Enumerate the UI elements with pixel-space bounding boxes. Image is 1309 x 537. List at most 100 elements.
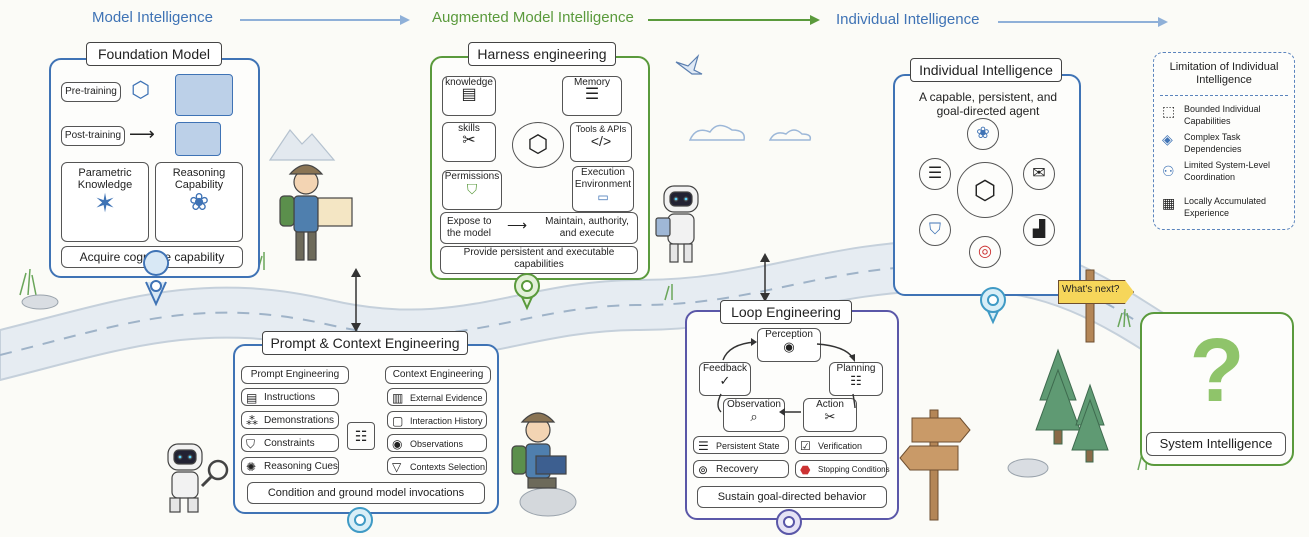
- execution-environment-label: Execution Environment: [574, 167, 632, 190]
- bounded-icon: ⬚: [1162, 103, 1176, 119]
- perception-box: Perception◉: [757, 328, 821, 362]
- instructions-box: ▤Instructions: [241, 388, 339, 406]
- harness-engineering-title: Harness engineering: [468, 42, 616, 66]
- prompt-context-card: Prompt Engineering Context Engineering ▤…: [233, 344, 499, 514]
- interaction-history-box: ▢Interaction History: [387, 411, 487, 429]
- demonstrations-label: Demonstrations: [264, 415, 335, 426]
- checklist-icon: ☑: [800, 439, 811, 453]
- recovery-label: Recovery: [716, 464, 759, 475]
- question-icon: ?: [1189, 321, 1245, 421]
- shield-icon: ⛉: [466, 181, 478, 197]
- tools-icon: ✂: [462, 132, 476, 149]
- robot-with-tablet: [655, 185, 699, 263]
- molecule-icon: ⁂: [246, 414, 258, 428]
- permissions-box: Permissions⛉: [442, 170, 502, 210]
- pretraining-box: Pre-training: [61, 82, 121, 102]
- verification-box: ☑Verification: [795, 436, 887, 454]
- clipboard-icon: ☷: [850, 373, 862, 388]
- coordination-label: Limited System-Level Coordination: [1184, 160, 1271, 182]
- coordination-icon: ⚇: [1162, 163, 1175, 179]
- observation-box: Observation⌕: [723, 398, 785, 432]
- stage-label-augmented-model-intelligence: Augmented Model Intelligence: [432, 9, 634, 26]
- prompt-engineering-header: Prompt Engineering: [241, 366, 349, 384]
- arrow-right-icon: ⟶: [507, 217, 528, 233]
- reasoning-capability-label: Reasoning Capability: [172, 167, 226, 191]
- contexts-selection-label: Contexts Selection: [410, 462, 486, 472]
- feedback-label: Feedback: [703, 363, 747, 374]
- whats-next-sign: [1058, 280, 1134, 304]
- individual-intelligence-card: A capable, persistent, and goal-directed…: [893, 74, 1081, 296]
- robot-with-magnifier: [167, 443, 229, 513]
- instructions-label: Instructions: [264, 392, 316, 403]
- individual-intelligence-title: Individual Intelligence: [910, 58, 1062, 82]
- book-icon: ▥: [392, 391, 404, 405]
- knowledge-label: knowledge: [445, 77, 493, 88]
- bulb-icon: ✺: [246, 460, 257, 474]
- wrench-icon: ✂: [824, 409, 836, 424]
- action-box: Action✂: [803, 398, 857, 432]
- limitation-title: Limitation of Individual Intelligence: [1169, 61, 1279, 86]
- stop-sign-icon: ⬣: [800, 463, 811, 477]
- prompt-footer: Condition and ground model invocations: [247, 482, 485, 504]
- observations-label: Observations: [410, 439, 464, 449]
- thumbs-up-icon: ✓: [719, 373, 731, 388]
- tools-apis-label: Tools & APIs: [575, 124, 627, 134]
- server-icon: ▭: [597, 190, 609, 204]
- lifebuoy-icon: ⊚: [698, 463, 709, 477]
- foundation-footer: Acquire cognitive capability: [61, 246, 243, 268]
- code-icon: </>: [590, 133, 612, 149]
- dependencies-icon: ◈: [1162, 131, 1173, 147]
- locked-cube-icon: [175, 122, 221, 156]
- memory-label: Memory: [573, 77, 611, 88]
- stage-label-individual-intelligence: Individual Intelligence: [836, 11, 980, 28]
- persistent-state-label: Persistent State: [716, 441, 780, 451]
- expose-label: Expose to the model: [447, 216, 492, 239]
- memory-box: Memory☰: [562, 76, 622, 116]
- clipboard-icon: ☷: [347, 422, 375, 450]
- parametric-knowledge-label: Parametric Knowledge: [77, 167, 133, 191]
- perception-label: Perception: [765, 329, 813, 340]
- foundation-model-card: Pre-training ⬡ Post-training ⟶ Parametri…: [49, 58, 260, 278]
- target-icon: ◎: [969, 236, 1001, 268]
- stage-label-model-intelligence: Model Intelligence: [92, 9, 213, 26]
- network-hub-icon: ⬡: [512, 122, 564, 168]
- loop-engineering-title: Loop Engineering: [720, 300, 852, 324]
- prompt-context-title: Prompt & Context Engineering: [262, 331, 468, 355]
- reading-explorer: [511, 412, 567, 489]
- constraints-box: ⛉ Constraints: [241, 434, 339, 452]
- planning-label: Planning: [836, 363, 876, 374]
- dependencies-label: Complex Task Dependencies: [1184, 132, 1242, 154]
- brain-icon: ❀: [188, 189, 210, 216]
- observation-label: Observation: [727, 399, 781, 410]
- contexts-selection-box: ▽ Contexts Selection: [387, 457, 487, 475]
- mail-icon: ✉: [1023, 158, 1055, 190]
- chat-icon: ▢: [392, 414, 404, 428]
- book-icon: ▤: [461, 86, 477, 103]
- shield-icon: ⛉: [246, 437, 256, 451]
- loop-arrows: [717, 338, 856, 416]
- persistent-state-box: ☰Persistent State: [693, 436, 789, 454]
- skills-box: skills✂: [442, 122, 496, 162]
- parametric-knowledge-box: Parametric Knowledge ✶: [61, 162, 149, 242]
- reasoning-cues-box: ✺ Reasoning Cues: [241, 457, 339, 475]
- search-icon: ⌕: [750, 409, 758, 424]
- posttraining-box: Post-training: [61, 126, 125, 146]
- eye-icon: ◉: [392, 437, 403, 451]
- loop-footer: Sustain goal-directed behavior: [697, 486, 887, 508]
- individual-subtitle: A capable, persistent, and goal-directed…: [918, 90, 1058, 118]
- limitation-panel: Limitation of Individual Intelligence ⬚ …: [1153, 52, 1295, 230]
- knowledge-box: knowledge▤: [442, 76, 496, 116]
- system-intelligence-card: ? System Intelligence: [1140, 312, 1294, 466]
- database-icon: ☰: [919, 158, 951, 190]
- reasoning-cues-label: Reasoning Cues: [264, 461, 338, 472]
- action-label: Action: [816, 399, 844, 410]
- external-evidence-label: External Evidence: [410, 393, 483, 403]
- feedback-box: Feedback✓: [699, 362, 751, 396]
- constraints-label: Constraints: [264, 438, 315, 449]
- filter-icon: ▽: [392, 460, 402, 474]
- network-hub-icon: ⬡: [957, 162, 1013, 218]
- context-engineering-header: Context Engineering: [385, 366, 491, 384]
- explorer-character: [279, 164, 353, 261]
- network-icon: ✶: [94, 188, 116, 218]
